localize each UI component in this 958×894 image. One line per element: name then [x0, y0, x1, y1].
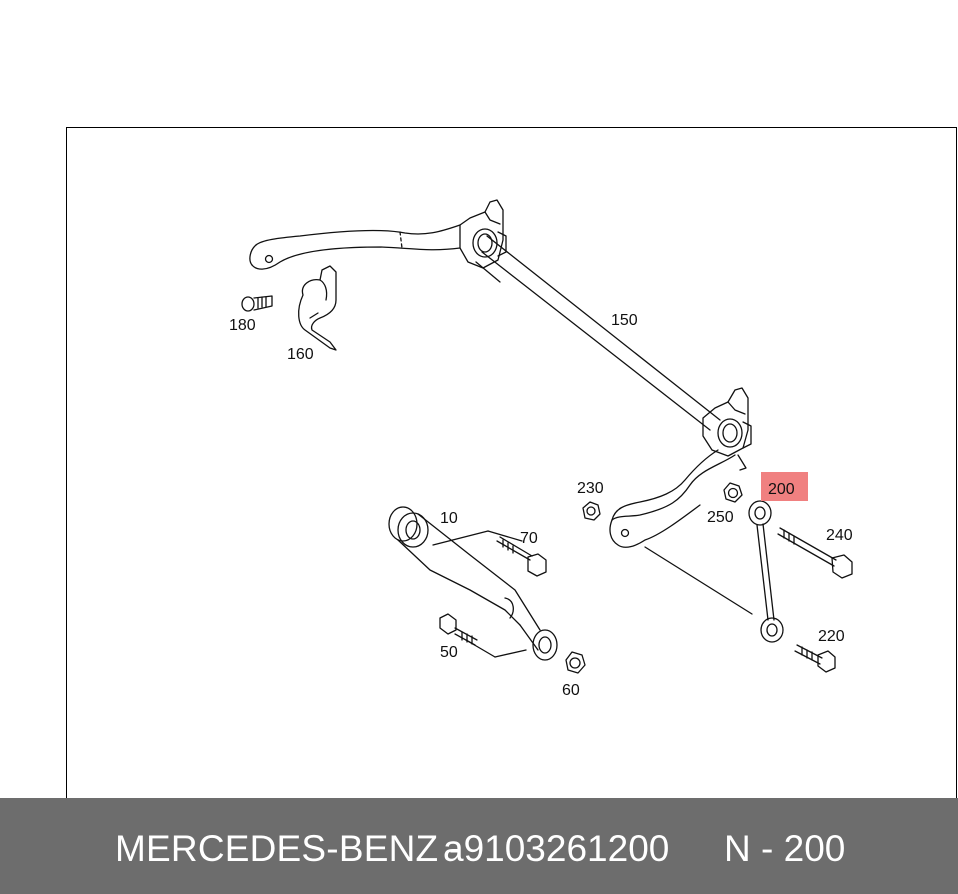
bar-clamp-left	[459, 199, 507, 269]
bolt-70	[496, 536, 547, 577]
callout-230: 230	[577, 480, 604, 497]
callout-220: 220	[818, 628, 845, 645]
ref-number: 200	[783, 828, 846, 869]
callout-160: 160	[287, 346, 314, 363]
stabilizer-arm-left	[249, 224, 461, 270]
brand-name: MERCEDES-BENZ	[115, 828, 439, 869]
callout-70: 70	[520, 530, 538, 547]
part-number: a9103261200	[443, 828, 670, 869]
bolt-180	[241, 295, 273, 312]
callout-200: 200	[768, 481, 795, 498]
nut-230	[582, 501, 601, 521]
footer-brand: MERCEDES-BENZ -	[115, 828, 461, 870]
highlight-200	[761, 472, 808, 501]
bolt-220	[794, 644, 836, 673]
bolt-240	[777, 527, 853, 579]
brand-separator: -	[448, 828, 462, 869]
callout-60: 60	[562, 682, 580, 699]
nut-60	[565, 651, 586, 674]
bracket-160	[298, 265, 337, 351]
callout-180: 180	[229, 317, 256, 334]
reference-number: N - 200	[724, 828, 845, 870]
diagram-frame	[66, 127, 957, 798]
callout-50: 50	[440, 644, 458, 661]
parts-diagram: 10 50 60 70 150 160 180 200 220 230 240 …	[229, 199, 853, 699]
callout-labels: 10 50 60 70 150 160 180 200 220 230 240 …	[229, 312, 853, 699]
link-rod-200	[748, 500, 784, 643]
stabilizer-bar	[475, 235, 721, 431]
stabilizer-arm-right	[609, 449, 753, 615]
bar-clamp-right	[702, 387, 752, 471]
callout-150: 150	[611, 312, 638, 329]
ref-prefix: N	[724, 828, 751, 869]
callout-240: 240	[826, 527, 853, 544]
bolt-50	[439, 613, 478, 646]
callout-10: 10	[440, 510, 458, 527]
callout-250: 250	[707, 509, 734, 526]
footer-bar: MERCEDES-BENZ - a9103261200 N - 200	[0, 798, 958, 894]
nut-250	[723, 482, 743, 503]
shock-absorber	[388, 506, 558, 661]
ref-separator: -	[761, 828, 774, 869]
